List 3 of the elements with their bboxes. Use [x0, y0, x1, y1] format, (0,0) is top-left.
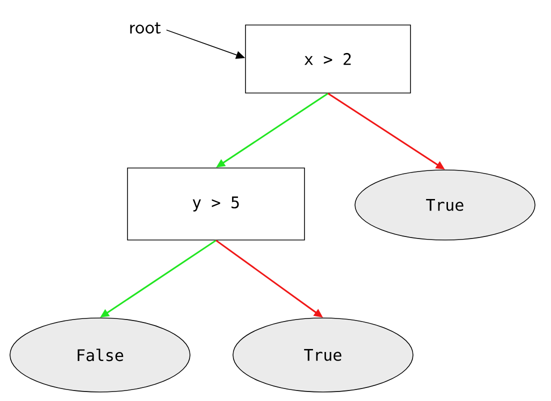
decision-box: y > 5 [127, 168, 305, 240]
decision-box: x > 2 [245, 24, 411, 94]
root-label: root [130, 22, 161, 34]
